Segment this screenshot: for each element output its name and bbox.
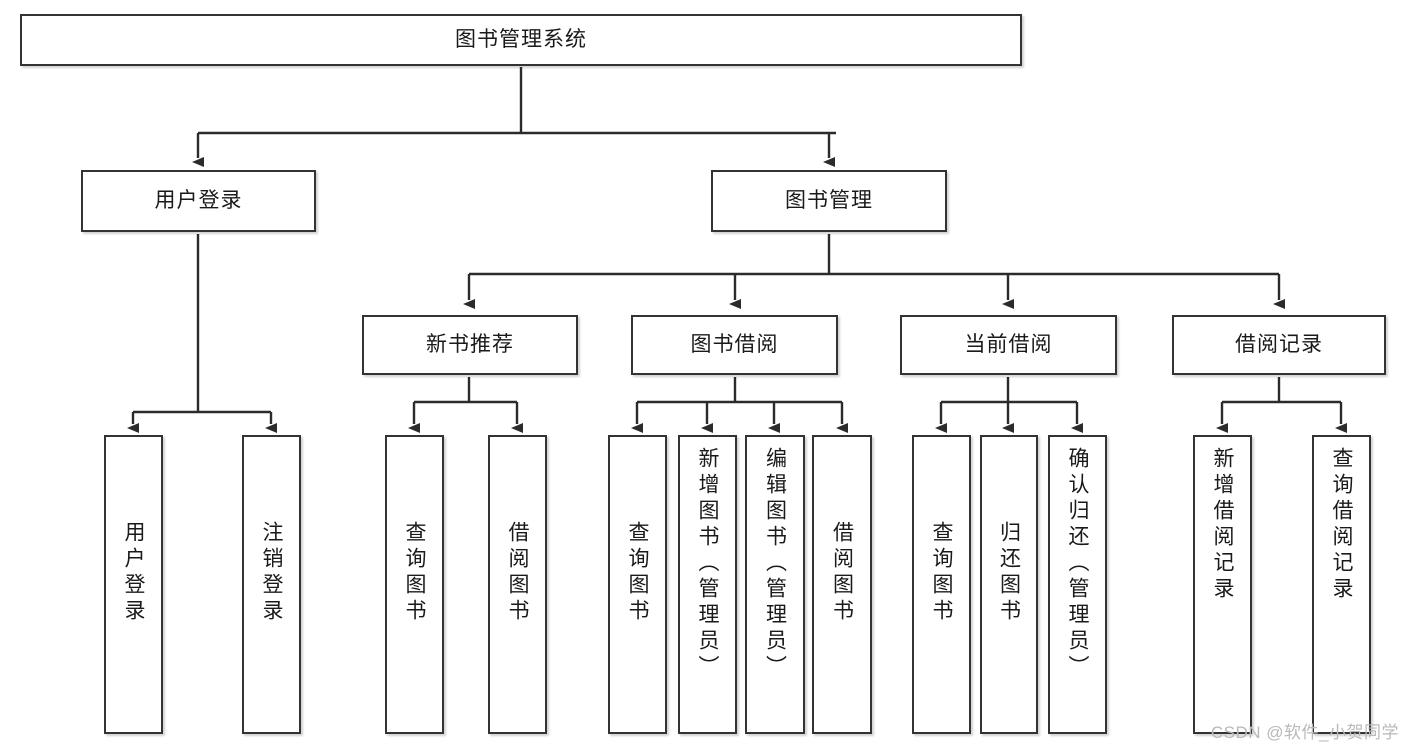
node-root[interactable]: 图书管理系统	[20, 14, 1022, 66]
leaf-label: 借阅图书	[830, 521, 854, 625]
node-user-login[interactable]: 用户登录	[81, 170, 316, 232]
leaf-label: 查询图书	[930, 521, 953, 625]
leaf-current-query-book[interactable]: 查询图书	[912, 435, 971, 734]
node-book-borrow[interactable]: 图书借阅	[631, 315, 838, 375]
leaf-label: 确认归还（管理员）	[1066, 447, 1089, 681]
leaf-label: 注销登录	[260, 521, 283, 625]
leaf-record-query-record[interactable]: 查询借阅记录	[1312, 435, 1371, 734]
leaf-current-confirm-return-admin[interactable]: 确认归还（管理员）	[1048, 435, 1107, 734]
leaf-borrow-query-book[interactable]: 查询图书	[608, 435, 667, 734]
leaf-borrow-borrow-book[interactable]: 借阅图书	[812, 435, 872, 734]
node-new-book-recommend-label: 新书推荐	[426, 333, 514, 357]
node-book-management-label: 图书管理	[785, 189, 873, 213]
node-book-borrow-label: 图书借阅	[690, 333, 779, 357]
node-user-login-label: 用户登录	[154, 189, 243, 213]
leaf-label: 借阅图书	[506, 521, 529, 625]
leaf-label: 查询图书	[403, 521, 426, 625]
leaf-borrow-add-book-admin[interactable]: 新增图书（管理员）	[678, 435, 737, 734]
node-current-borrow-label: 当前借阅	[964, 333, 1053, 357]
node-root-label: 图书管理系统	[455, 28, 587, 52]
leaf-label: 用户登录	[122, 521, 145, 625]
leaf-current-return-book[interactable]: 归还图书	[980, 435, 1038, 734]
watermark: CSDN @软件_小贺同学	[1210, 723, 1399, 742]
leaf-user-login-login[interactable]: 用户登录	[104, 435, 163, 734]
leaf-new-book-query[interactable]: 查询图书	[385, 435, 444, 734]
leaf-label: 新增借阅记录	[1211, 447, 1234, 603]
node-borrow-record-label: 借阅记录	[1235, 333, 1323, 357]
leaf-label: 新增图书（管理员）	[696, 447, 719, 681]
leaf-user-login-logout[interactable]: 注销登录	[242, 435, 301, 734]
node-current-borrow[interactable]: 当前借阅	[900, 315, 1117, 375]
leaf-label: 编辑图书（管理员）	[763, 447, 787, 681]
leaf-label: 归还图书	[997, 521, 1021, 625]
leaf-label: 查询图书	[626, 521, 649, 625]
leaf-label: 查询借阅记录	[1330, 447, 1353, 603]
node-new-book-recommend[interactable]: 新书推荐	[362, 315, 578, 375]
node-borrow-record[interactable]: 借阅记录	[1172, 315, 1386, 375]
leaf-new-book-borrow[interactable]: 借阅图书	[488, 435, 547, 734]
leaf-record-add-record[interactable]: 新增借阅记录	[1193, 435, 1252, 734]
leaf-borrow-edit-book-admin[interactable]: 编辑图书（管理员）	[745, 435, 805, 734]
node-book-management[interactable]: 图书管理	[711, 170, 947, 232]
